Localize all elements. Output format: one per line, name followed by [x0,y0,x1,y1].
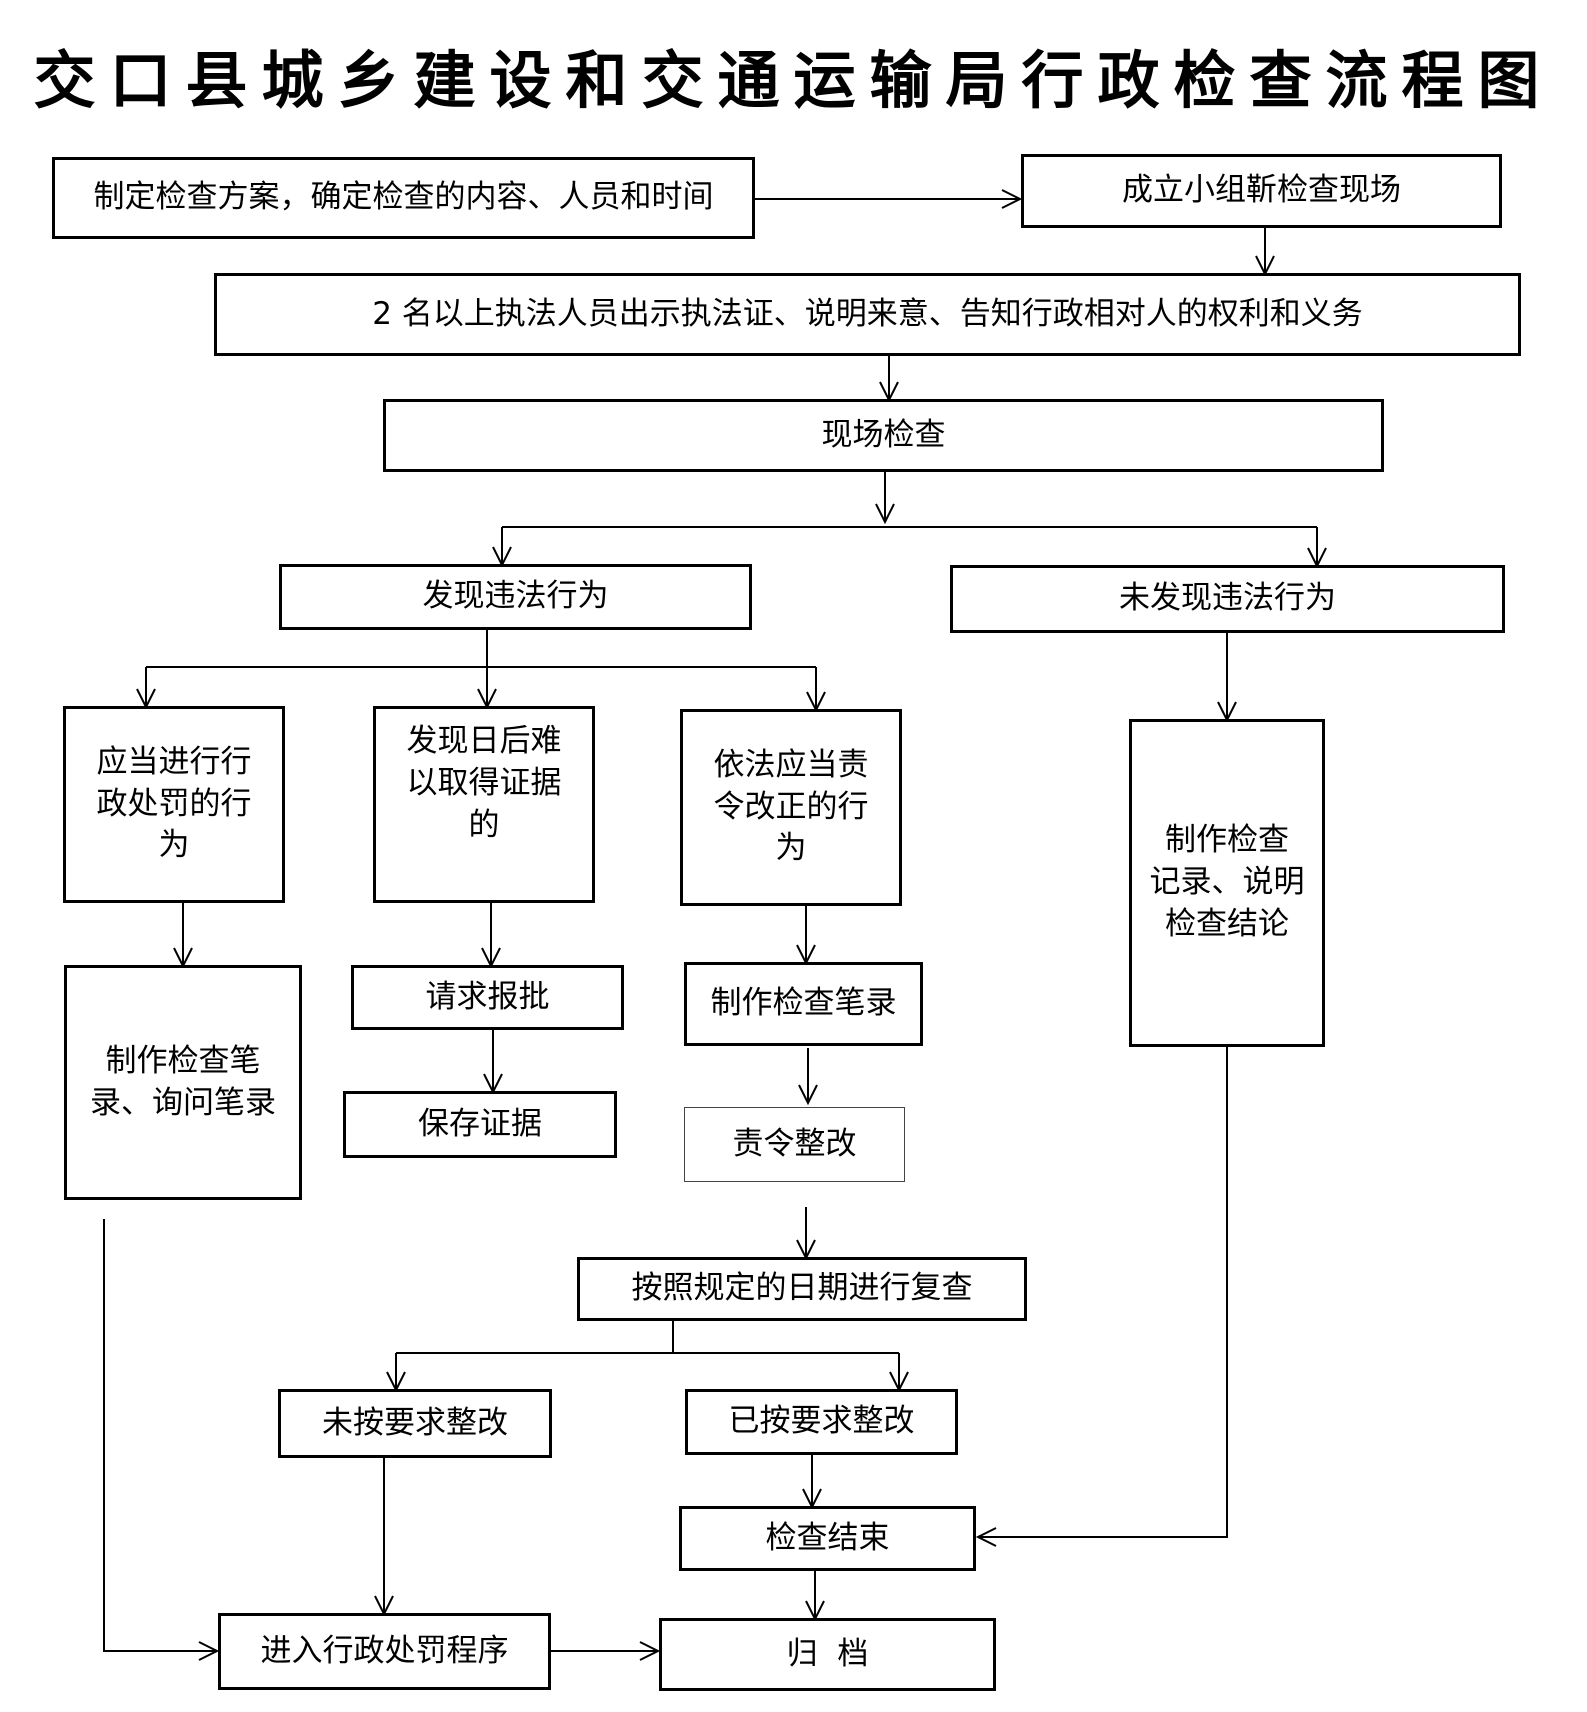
node-preserve: 保存证据 [343,1091,617,1158]
node-record-check: 制作检查笔录 [684,962,923,1046]
node-end: 检查结束 [679,1506,976,1571]
node-plan: 制定检查方案，确定检查的内容、人员和时间 [52,157,755,239]
node-not-rectified: 未按要求整改 [278,1389,552,1458]
arrow-inquiry-to-punish [103,1219,217,1651]
node-not-found: 未发现违法行为 [950,565,1505,633]
page-title: 交口县城乡建设和交通运输局行政检查流程图 [33,44,1554,117]
node-correct: 依法应当责 令改正的行 为 [680,709,902,906]
node-recheck: 按照规定的日期进行复查 [577,1257,1027,1321]
node-request-approval: 请求报批 [351,965,624,1030]
node-order: 责令整改 [684,1107,905,1182]
node-rectified: 已按要求整改 [685,1389,958,1455]
node-show-cert: 2 名以上执法人员出示执法证、说明来意、告知行政相对人的权利和义务 [214,273,1521,356]
node-penalty: 应当进行行 政处罚的行 为 [63,706,285,903]
node-team: 成立小组靳检查现场 [1021,154,1502,228]
node-onsite: 现场检查 [383,399,1384,472]
node-punish-proc: 进入行政处罚程序 [218,1613,551,1690]
node-archive: 归 档 [659,1618,996,1691]
node-evidence-hard: 发现日后难 以取得证据 的 [373,706,595,903]
node-found: 发现违法行为 [279,564,752,630]
arrow-record-to-end [978,1047,1228,1537]
node-record-conclusion: 制作检查 记录、说明 检查结论 [1129,719,1325,1047]
node-record-inquiry: 制作检查笔 录、询问笔录 [64,965,302,1200]
